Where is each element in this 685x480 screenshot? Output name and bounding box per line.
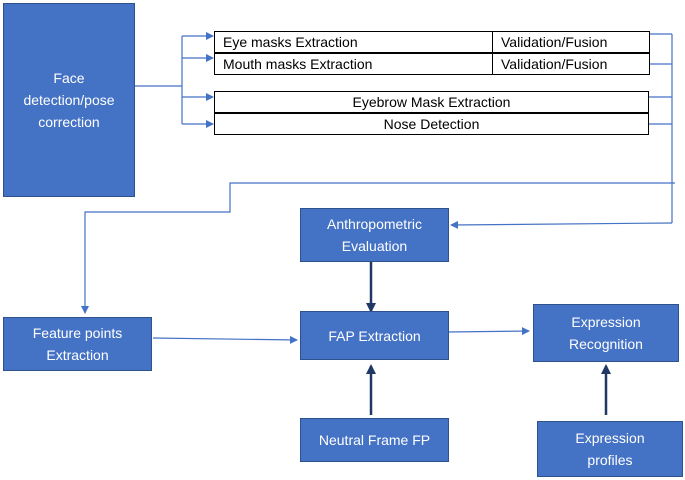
extraction-collector-connectors (81, 33, 675, 314)
eye-masks-label: Eye masks Extraction (223, 34, 358, 50)
eye-validation-label: Validation/Fusion (492, 32, 649, 52)
flow-connectors (152, 327, 530, 344)
mouth-masks-label: Mouth masks Extraction (223, 56, 373, 72)
line-to-feature-points (81, 182, 675, 314)
mouth-validation-label: Validation/Fusion (492, 54, 649, 74)
expression-profiles-box: Expression profiles (537, 421, 683, 477)
expression-recognition-box: Expression Recognition (533, 304, 679, 362)
feature-points-extraction-box: Feature points Extraction (3, 317, 152, 371)
eyebrow-mask-label: Eyebrow Mask Extraction (352, 94, 511, 110)
arrow-feature-to-fap (152, 335, 298, 344)
fap-extraction-box: FAP Extraction (300, 311, 449, 360)
arrow-to-anthropometric (450, 220, 673, 229)
eyebrow-mask-row: Eyebrow Mask Extraction (214, 91, 649, 113)
face-to-extraction-connectors (135, 32, 214, 128)
heavy-connectors (366, 262, 611, 415)
anthropometric-evaluation-box: Anthropometric Evaluation (300, 208, 449, 262)
nose-detection-label: Nose Detection (383, 116, 480, 132)
mouth-masks-row: Mouth masks Extraction Validation/Fusion (214, 53, 650, 75)
face-detection-box: Face detection/pose correction (3, 3, 135, 197)
arrow-fap-to-expression (447, 327, 530, 336)
eye-masks-row: Eye masks Extraction Validation/Fusion (214, 31, 650, 53)
neutral-frame-fp-box: Neutral Frame FP (300, 418, 449, 462)
nose-detection-row: Nose Detection (214, 113, 649, 135)
